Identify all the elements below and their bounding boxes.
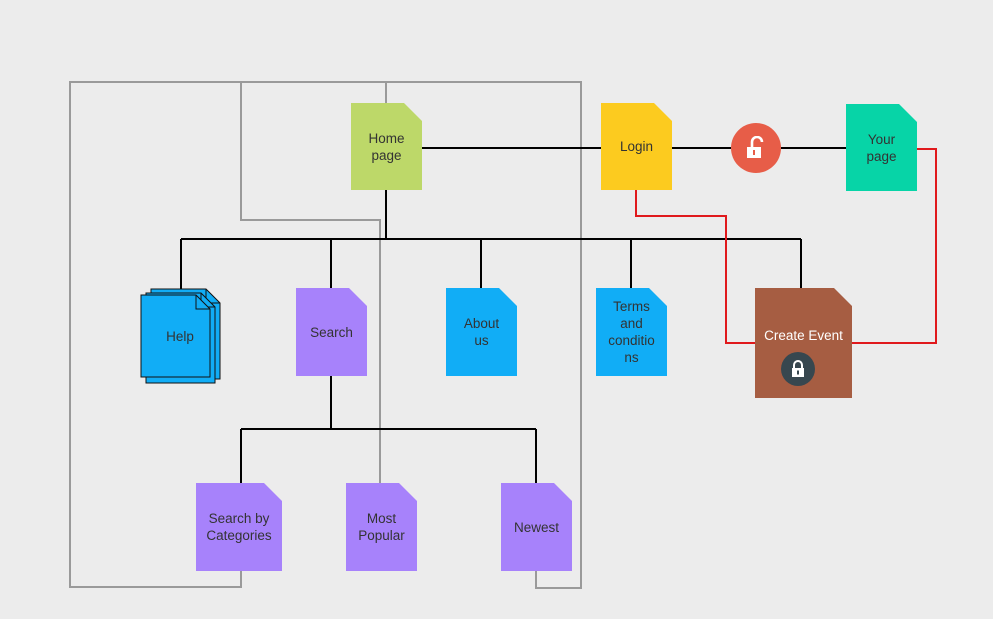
help-label: Help — [166, 329, 194, 344]
your-page-node[interactable]: Your page — [846, 104, 917, 191]
search-label: Search — [310, 324, 353, 340]
terms-node[interactable]: Terms and conditio ns — [596, 288, 667, 376]
search-node[interactable]: Search — [296, 288, 367, 376]
search-by-categories-node[interactable]: Search by Categories — [196, 483, 282, 571]
group-outline-inner — [240, 82, 381, 483]
auth-link-yourpage-event — [852, 148, 937, 344]
home-page-label: Home page — [368, 130, 405, 163]
most-popular-node[interactable]: Most Popular — [346, 483, 417, 571]
most-popular-label: Most Popular — [358, 511, 405, 543]
search-by-categories-label: Search by Categories — [206, 511, 272, 543]
about-us-node[interactable]: About us — [446, 288, 517, 376]
about-us-label: About us — [463, 316, 500, 348]
your-page-label: Your page — [866, 131, 897, 164]
newest-label: Newest — [513, 519, 559, 535]
group-outline-left — [69, 81, 386, 588]
newest-node[interactable]: Newest — [501, 483, 572, 571]
lock-icon — [781, 352, 815, 386]
login-node[interactable]: Login — [601, 103, 672, 190]
unlock-icon — [731, 123, 781, 173]
login-label: Login — [619, 139, 654, 154]
create-event-label: Create Event — [764, 327, 843, 343]
home-page-node[interactable]: Home page — [351, 103, 422, 190]
group-outline-right — [385, 81, 582, 589]
terms-label: Terms and conditio ns — [608, 299, 655, 365]
help-node[interactable]: Help — [140, 287, 222, 384]
auth-link-login-event — [635, 190, 755, 344]
document-stack-icon — [140, 288, 221, 384]
